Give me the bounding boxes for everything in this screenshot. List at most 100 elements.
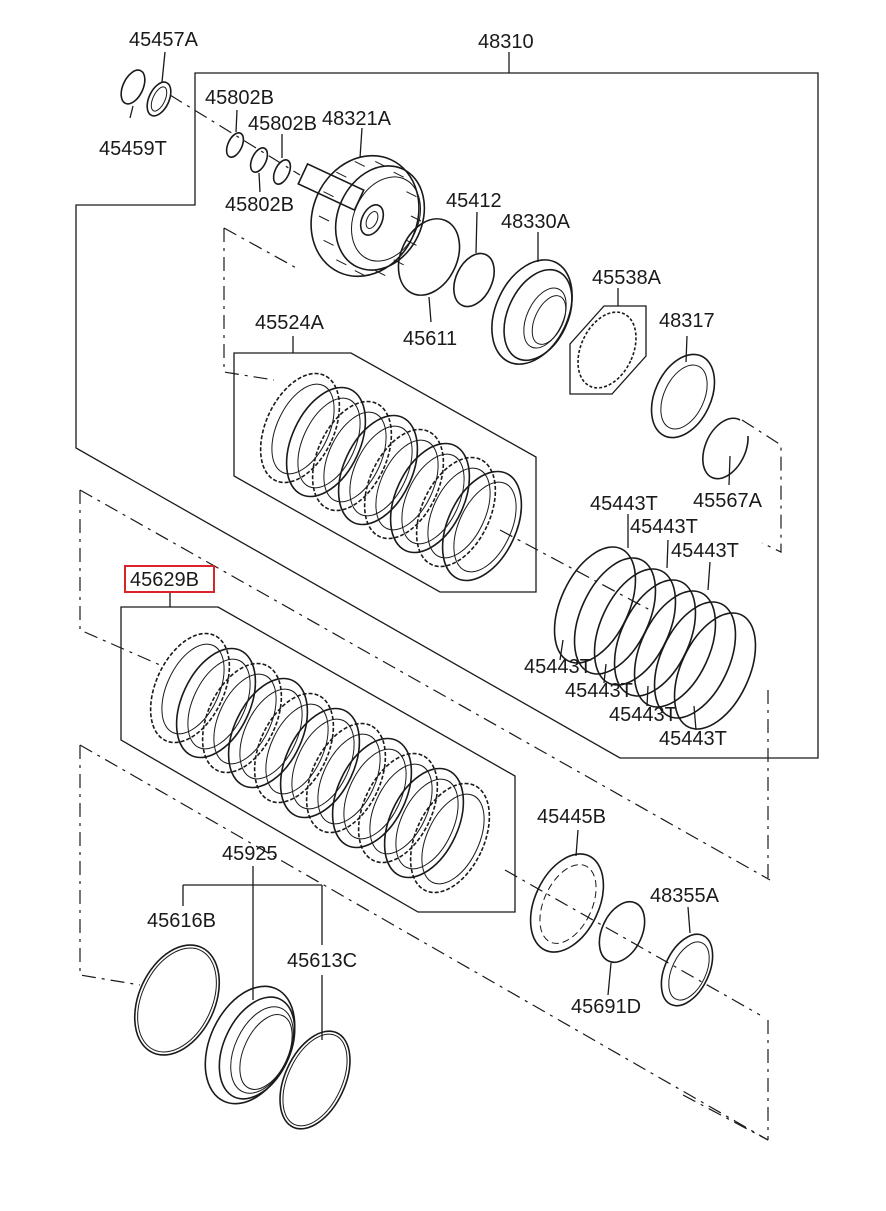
label-45443T-3: 45443T: [671, 540, 739, 562]
label-45802B-2: 45802B: [248, 113, 317, 135]
clutch-pack-45629B: [120, 592, 516, 913]
label-45445B: 45445B: [537, 806, 606, 828]
clutch-disc-inner: [161, 643, 225, 735]
seal-45457A: [146, 51, 172, 117]
clutch-discs-45524A: [259, 372, 523, 582]
clutch-disc-inner: [375, 439, 439, 531]
plate-48317: [650, 335, 716, 439]
label-45457A: 45457A: [129, 29, 199, 51]
clutch-disc-inner: [271, 383, 335, 475]
clutch-disc-inner: [453, 481, 517, 573]
plate-45445B: [529, 829, 605, 953]
drum-spline: [410, 215, 422, 222]
clutch-disc-inner: [265, 703, 329, 795]
clutch-disc-inner: [213, 673, 277, 765]
clutch-pack-45524A: [233, 336, 537, 593]
clutch-disc: [441, 470, 523, 582]
ring-45412: [453, 211, 495, 308]
assembly-48310-outline: [75, 52, 819, 759]
clutch-disc-inner: [291, 718, 355, 810]
label-45443T-4: 45443T: [524, 656, 592, 678]
clutch-disc-inner: [395, 778, 459, 870]
clutch-disc-inner: [343, 748, 407, 840]
clutch-disc: [149, 632, 231, 744]
clutch-drum-48321A: [297, 127, 426, 278]
clutch-disc-inner: [239, 688, 303, 780]
drum-spline: [375, 160, 386, 167]
clutch-disc: [409, 782, 491, 894]
drum-spline: [354, 270, 365, 277]
label-45691D: 45691D: [571, 996, 641, 1018]
label-45443T-2: 45443T: [630, 516, 698, 538]
snap-ring-leaders: [559, 514, 711, 731]
label-45925: 45925: [222, 843, 278, 865]
clutch-disc: [389, 442, 471, 554]
drum-spline: [323, 239, 334, 246]
clutch-disc: [279, 707, 361, 819]
clutch-disc: [357, 752, 439, 864]
highlight-box-45629B: [124, 565, 215, 593]
part-labels: 45457A 45459T 48310 45802B 45802B 45802B…: [99, 29, 763, 1018]
label-45443T-5: 45443T: [565, 680, 633, 702]
label-45802B-3: 45802B: [225, 194, 294, 216]
clutch-disc: [415, 456, 497, 568]
drum-spline: [336, 171, 347, 178]
drum-spline: [354, 160, 365, 167]
label-45524A: 45524A: [255, 312, 325, 334]
label-45616B: 45616B: [147, 910, 216, 932]
label-45613C: 45613C: [287, 950, 357, 972]
label-45443T-1: 45443T: [590, 493, 658, 515]
snap-ring: [673, 612, 757, 730]
seal-45459T: [120, 69, 146, 119]
clutch-disc: [253, 692, 335, 804]
clutch-disc: [227, 677, 309, 789]
drum-spline: [336, 259, 347, 266]
clutch-disc-inner: [369, 763, 433, 855]
kit-45925-bracket: [182, 866, 323, 1040]
drum-spline: [406, 191, 417, 198]
clutch-disc: [383, 767, 465, 879]
clutch-discs-45629B: [149, 632, 491, 894]
clutch-disc: [363, 428, 445, 540]
clutch-disc: [331, 737, 413, 849]
clutch-disc: [259, 372, 341, 484]
label-45459T: 45459T: [99, 138, 167, 160]
label-45443T-7: 45443T: [659, 728, 727, 750]
piston-45925: [204, 985, 296, 1105]
clutch-disc-inner: [323, 411, 387, 503]
drum-splines: [318, 160, 422, 277]
drum-spline: [318, 215, 330, 222]
snap-rings-45443T: [553, 546, 757, 730]
label-45538A: 45538A: [592, 267, 662, 289]
clutch-disc: [337, 414, 419, 526]
clutch-disc: [285, 386, 367, 498]
rings-45802B: [225, 109, 292, 193]
clutch-disc-inner: [427, 467, 491, 559]
drum-spline: [323, 191, 334, 198]
label-48330A: 48330A: [501, 211, 571, 233]
clutch-disc: [305, 722, 387, 834]
label-45443T-6: 45443T: [609, 704, 677, 726]
label-45611: 45611: [403, 328, 457, 350]
ring-45611: [397, 218, 461, 323]
label-45567A: 45567A: [693, 490, 763, 512]
return-spring-45538A: [569, 288, 647, 395]
label-48310: 48310: [478, 31, 534, 53]
clutch-disc: [201, 662, 283, 774]
clutch-disc-inner: [349, 425, 413, 517]
clutch-disc: [311, 400, 393, 512]
clutch-disc: [175, 647, 257, 759]
drum-spline: [406, 239, 417, 246]
label-48321A: 48321A: [322, 108, 392, 130]
ring-45613C: [279, 1030, 351, 1130]
label-45802B-1: 45802B: [205, 87, 274, 109]
clutch-disc-inner: [421, 793, 485, 885]
snap-ring-45567A: [702, 417, 749, 486]
clutch-disc-inner: [401, 453, 465, 545]
center-lines: [79, 94, 782, 1141]
ring-45616B: [133, 944, 221, 1056]
drum-spline: [375, 270, 386, 277]
clutch-disc-inner: [187, 658, 251, 750]
